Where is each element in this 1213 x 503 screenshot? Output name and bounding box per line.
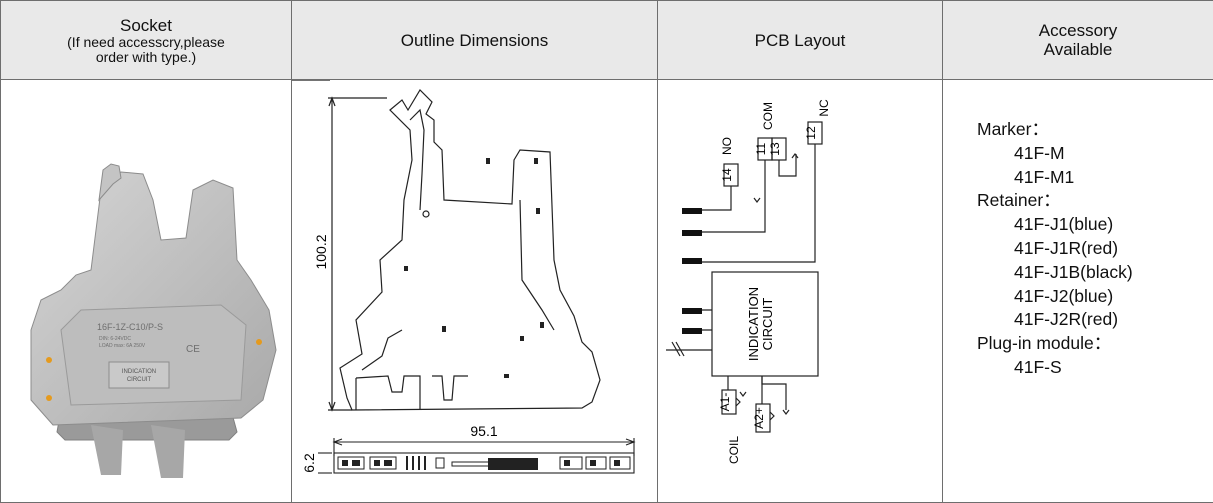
pin-a2-label: A2+ (752, 407, 766, 429)
socket-header: Socket (If need accesscry,please order w… (0, 0, 292, 80)
accessory-item: 41F-M (1014, 142, 1065, 163)
socket-photo-ce: CE (186, 344, 200, 355)
accessory-header: Accessory Available (942, 0, 1213, 80)
pin-14-number: 14 (720, 168, 734, 182)
pin-a1-label: A1- (718, 393, 732, 412)
pin-a1-box (721, 389, 737, 415)
socket-photo-circuit-2: CIRCUIT (127, 377, 152, 383)
socket-header-note-1: (If need accesscry,please (67, 33, 225, 50)
accessory-item: 41F-J2R(red) (1014, 309, 1119, 330)
pin-nc-label: NC (817, 99, 831, 117)
outline-cell: 100.2 (291, 79, 658, 503)
pin-13-number: 13 (768, 142, 782, 156)
accessory-cell: Marker： 41F-M 41F-M1 Retainer： 41F-J1(bl… (942, 79, 1213, 503)
pin-a2-box (755, 403, 771, 433)
outline-drawing: 100.2 (292, 80, 636, 474)
accessory-header-line-2: Available (1043, 40, 1113, 59)
accessory-header-line-1: Accessory (1038, 21, 1118, 40)
pcb-cell: 14 NO 11 13 COM 12 NC INDICATION CIRCUIT… (657, 79, 943, 503)
header-row: Socket (If need accesscry,please order w… (0, 0, 1213, 80)
accessory-list: Marker： 41F-M 41F-M1 Retainer： 41F-J1(bl… (943, 80, 1213, 380)
pcb-diagram: 14 NO 11 13 COM 12 NC INDICATION CIRCUIT… (666, 99, 831, 464)
socket-photo-model: 16F-1Z-C10/P-S (97, 322, 163, 332)
socket-photo: INDICATION CIRCUIT 16F-1Z-C10/P-S DIN: 6… (30, 163, 277, 478)
accessory-item: 41F-J1(blue) (1014, 214, 1114, 235)
module-label-2: CIRCUIT (760, 298, 775, 351)
accessory-category-retainer: Retainer： (977, 190, 1061, 211)
pcb-header: PCB Layout (657, 0, 943, 80)
socket-photo-coil: DIN: 6-24VDC (99, 336, 131, 342)
height-dimension: 100.2 (313, 234, 329, 269)
outline-header: Outline Dimensions (291, 0, 658, 80)
socket-header-note-2: order with type.) (95, 48, 197, 65)
socket-photo-circuit-1: INDICATION (122, 369, 156, 375)
accessory-category-plugin: Plug-in module： (977, 333, 1112, 354)
pin-11-number: 11 (754, 142, 768, 155)
pin-com-label: COM (761, 102, 775, 130)
socket-cell: INDICATION CIRCUIT 16F-1Z-C10/P-S DIN: 6… (0, 79, 292, 503)
socket-photo-load: LOAD max: 6A 250V (99, 343, 146, 349)
pin-12-number: 12 (804, 126, 818, 140)
depth-dimension: 6.2 (301, 453, 317, 473)
indication-module (711, 271, 819, 377)
accessory-item: 41F-J1R(red) (1014, 237, 1119, 258)
accessory-item: 41F-J1B(black) (1014, 261, 1133, 282)
width-dimension: 95.1 (470, 423, 497, 439)
socket-header-title: Socket (120, 15, 172, 35)
accessory-category-marker: Marker： (977, 119, 1049, 139)
module-label-1: INDICATION (746, 287, 761, 361)
coil-label: COIL (727, 436, 741, 464)
accessory-item: 41F-S (1014, 356, 1062, 377)
pin-no-label: NO (720, 137, 734, 155)
content-row: INDICATION CIRCUIT 16F-1Z-C10/P-S DIN: 6… (0, 79, 1213, 503)
accessory-item: 41F-J2(blue) (1014, 285, 1114, 306)
accessory-item: 41F-M1 (1014, 166, 1075, 187)
